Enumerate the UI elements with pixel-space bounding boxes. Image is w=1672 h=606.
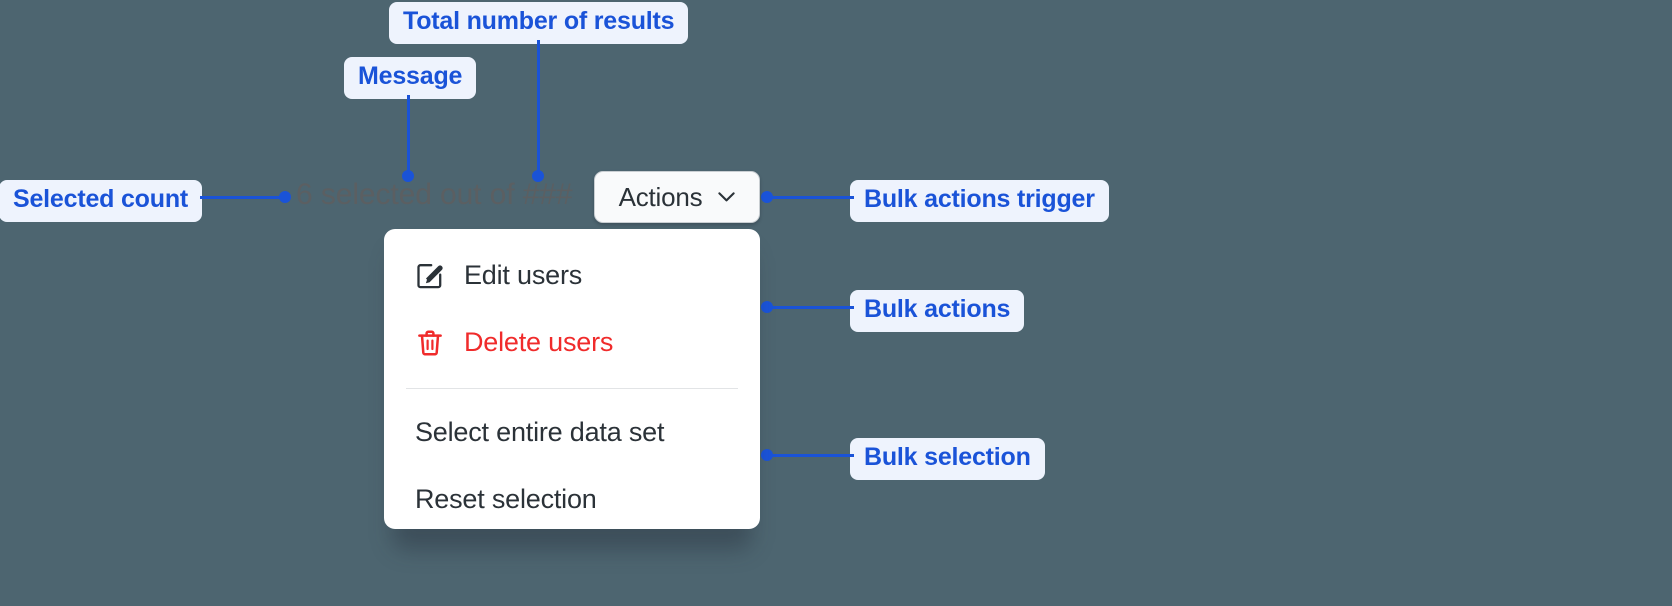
connector-dot-selected-count [279,191,291,203]
annotation-message: Message [344,57,477,99]
connector-line-bulk-selection [766,454,854,457]
menu-item-label: Select entire data set [415,417,665,447]
connector-line-selected-count [200,196,288,199]
connector-line-bulk-actions-trigger [766,196,854,199]
annotation-bulk-actions: Bulk actions [850,290,1025,332]
connector-dot-bulk-selection [761,449,773,461]
menu-divider [406,388,738,389]
annotation-bulk-selection: Bulk selection [850,438,1045,480]
trash-icon [415,328,445,358]
menu-item-delete-users[interactable]: Delete users [384,309,760,376]
actions-button-label: Actions [618,181,703,212]
connector-dot-total-results [532,170,544,182]
menu-item-label: Delete users [464,327,614,357]
bulk-actions-menu: Edit users Delete users Select entire da… [384,229,760,529]
connector-line-message [407,95,410,178]
connector-dot-bulk-actions-trigger [761,191,773,203]
bulk-actions-trigger-button[interactable]: Actions [594,171,760,223]
connector-dot-message [402,170,414,182]
menu-item-edit-users[interactable]: Edit users [384,242,760,309]
annotation-bulk-actions-trigger: Bulk actions trigger [850,180,1109,222]
menu-item-reset-selection[interactable]: Reset selection [384,466,760,529]
selection-summary-text: 6 selected out of ### [296,178,573,212]
menu-item-select-entire-data-set[interactable]: Select entire data set [384,399,760,466]
selection-message-label: selected out of [320,178,515,211]
total-results-value: ### [522,178,573,211]
annotation-selected-count: Selected count [0,180,203,222]
menu-item-label: Edit users [464,260,583,290]
selected-count-value: 6 [296,178,313,211]
edit-pencil-square-icon [415,261,445,291]
connector-dot-bulk-actions [761,301,773,313]
connector-line-bulk-actions [766,306,854,309]
chevron-down-icon [718,192,736,202]
connector-line-total-results [537,40,540,178]
menu-item-label: Reset selection [415,484,597,514]
annotation-total-number-of-results: Total number of results [389,2,689,44]
